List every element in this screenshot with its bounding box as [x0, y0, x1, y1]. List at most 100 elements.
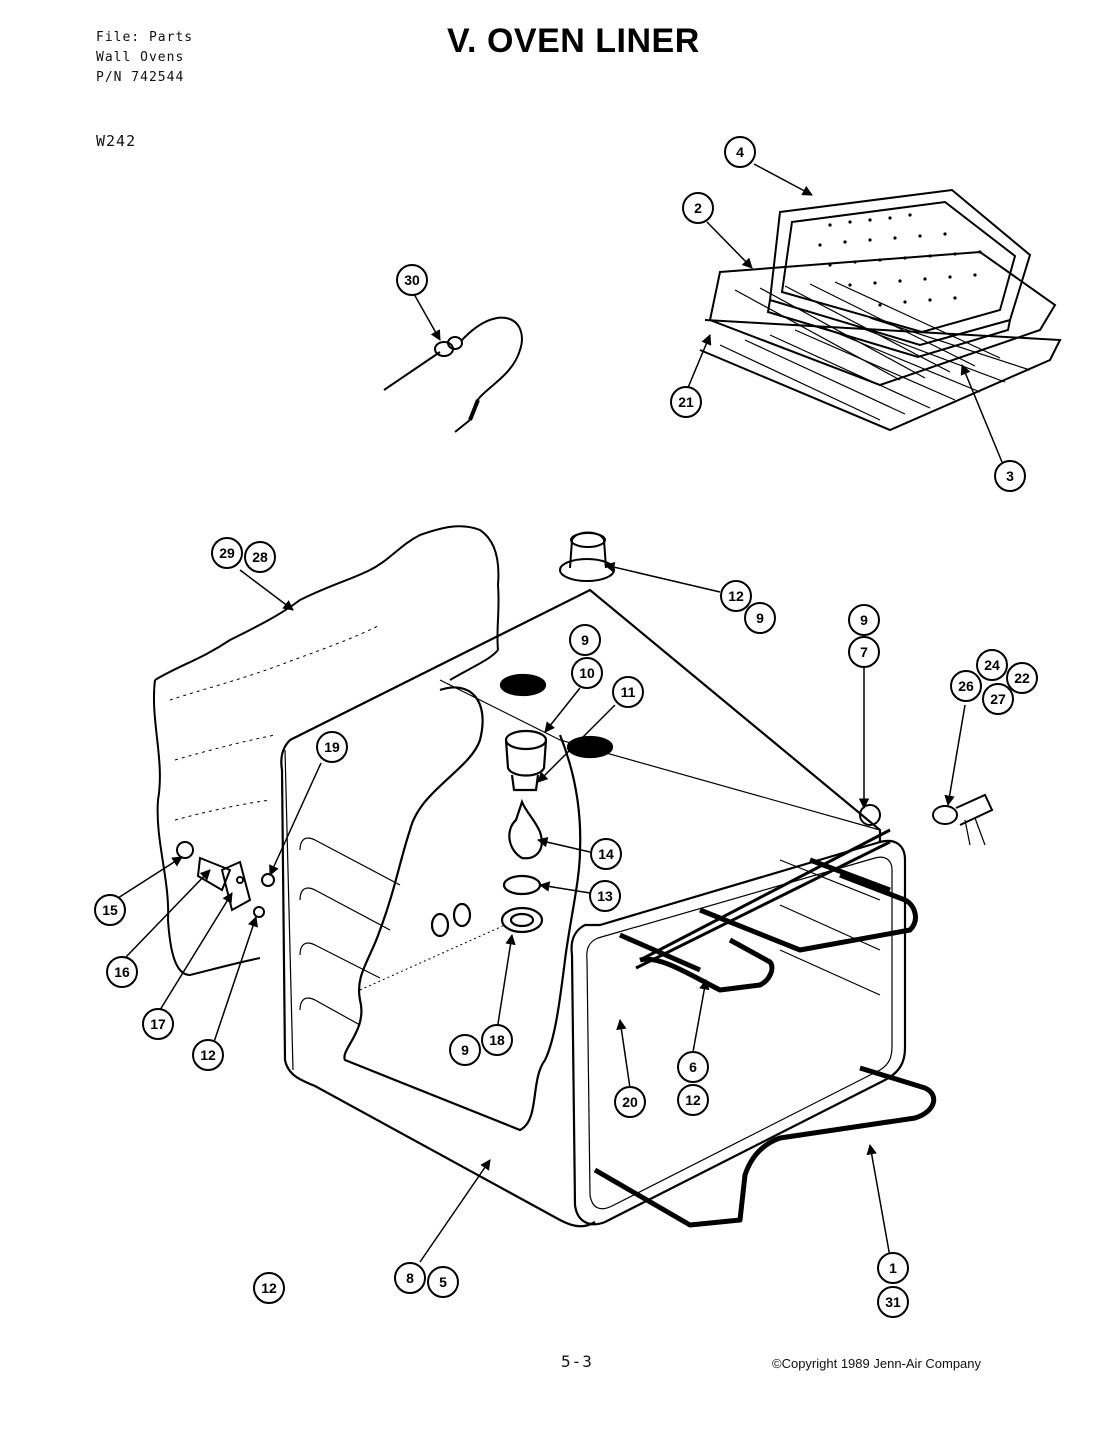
- callout-circle: [612, 676, 644, 708]
- callout-15: 15: [94, 894, 126, 926]
- callout-circle: [677, 1051, 709, 1083]
- category-label: Wall Ovens: [96, 50, 185, 65]
- callout-circle: [589, 880, 621, 912]
- callout-circle: [244, 541, 276, 573]
- callout-number: 18: [489, 1032, 505, 1048]
- callout-17: 17: [142, 1008, 174, 1040]
- callout-circle: [677, 1084, 709, 1116]
- callout-number: 12: [261, 1280, 277, 1296]
- callout-1: 1: [877, 1252, 909, 1284]
- callout-number: 24: [984, 657, 1000, 673]
- callout-circle: [682, 192, 714, 224]
- callout-9: 9: [449, 1034, 481, 1066]
- callout-number: 30: [404, 272, 420, 288]
- callout-number: 19: [324, 739, 340, 755]
- callout-12: 12: [677, 1084, 709, 1116]
- callout-number: 9: [860, 612, 868, 628]
- callout-circle: [394, 1262, 426, 1294]
- callout-circle: [848, 636, 880, 668]
- callout-7: 7: [848, 636, 880, 668]
- leader-lines: [117, 163, 1003, 1263]
- callout-14: 14: [590, 838, 622, 870]
- callout-8: 8: [394, 1262, 426, 1294]
- callout-6: 6: [677, 1051, 709, 1083]
- insulation-blanket-drawing: [152, 525, 500, 977]
- callout-circle: [316, 731, 348, 763]
- callout-circle: [569, 624, 601, 656]
- callout-number: 16: [114, 964, 130, 980]
- callout-circle: [1006, 662, 1038, 694]
- callout-circle: [720, 580, 752, 612]
- callout-21: 21: [670, 386, 702, 418]
- callout-11: 11: [612, 676, 644, 708]
- rack-and-broiler-pan-drawing: [699, 188, 1062, 432]
- callout-number: 12: [728, 588, 744, 604]
- callout-circle: [211, 537, 243, 569]
- callout-number: 10: [579, 665, 595, 681]
- callout-number: 9: [581, 632, 589, 648]
- callout-12: 12: [720, 580, 752, 612]
- callout-circle: [877, 1252, 909, 1284]
- callout-number: 5: [439, 1274, 447, 1290]
- callout-number: 21: [678, 394, 694, 410]
- callout-number: 27: [990, 691, 1006, 707]
- file-label: File: Parts: [96, 30, 194, 45]
- callout-circle: [982, 683, 1014, 715]
- heating-elements-drawing: [593, 828, 937, 1228]
- callout-circle: [670, 386, 702, 418]
- callout-number: 20: [622, 1094, 638, 1110]
- callout-circle: [724, 136, 756, 168]
- callout-circle: [571, 657, 603, 689]
- callout-number: 26: [958, 678, 974, 694]
- callout-26: 26: [950, 670, 982, 702]
- callout-circle: [950, 670, 982, 702]
- callout-circle: [192, 1039, 224, 1071]
- callout-circle: [744, 602, 776, 634]
- callout-number: 9: [461, 1042, 469, 1058]
- callout-circle: [427, 1266, 459, 1298]
- copyright-notice: ©Copyright 1989 Jenn-Air Company: [772, 1356, 982, 1371]
- callout-number: 17: [150, 1016, 166, 1032]
- callout-12: 12: [192, 1039, 224, 1071]
- callout-number: 1: [889, 1260, 897, 1276]
- callout-number: 29: [219, 545, 235, 561]
- callout-circle: [481, 1024, 513, 1056]
- callout-number: 4: [736, 144, 744, 160]
- callout-number: 15: [102, 902, 118, 918]
- callout-circle: [590, 838, 622, 870]
- meat-probe-drawing: [383, 316, 523, 433]
- callout-12: 12: [253, 1272, 285, 1304]
- callout-circle: [848, 604, 880, 636]
- page-title: V. OVEN LINER: [447, 22, 700, 60]
- callout-number: 31: [885, 1294, 901, 1310]
- callout-number: 12: [685, 1092, 701, 1108]
- callout-number: 28: [252, 549, 268, 565]
- callout-group: 1234567899991011121212121314151617181920…: [94, 136, 1038, 1318]
- callout-9: 9: [744, 602, 776, 634]
- callout-22: 22: [1006, 662, 1038, 694]
- callout-16: 16: [106, 956, 138, 988]
- callout-30: 30: [396, 264, 428, 296]
- callout-circle: [449, 1034, 481, 1066]
- model-number: W242: [96, 132, 137, 150]
- callout-number: 13: [597, 888, 613, 904]
- callout-29: 29: [211, 537, 243, 569]
- callout-number: 22: [1014, 670, 1030, 686]
- callout-31: 31: [877, 1286, 909, 1318]
- callout-circle: [94, 894, 126, 926]
- callout-27: 27: [982, 683, 1014, 715]
- callout-13: 13: [589, 880, 621, 912]
- callout-number: 11: [621, 684, 636, 700]
- callout-circle: [106, 956, 138, 988]
- part-number-label: P/N 742544: [96, 70, 185, 85]
- callout-circle: [614, 1086, 646, 1118]
- callout-number: 8: [406, 1270, 414, 1286]
- callout-number: 12: [200, 1047, 216, 1063]
- callout-circle: [994, 460, 1026, 492]
- callout-18: 18: [481, 1024, 513, 1056]
- callout-number: 9: [756, 610, 764, 626]
- callout-circle: [253, 1272, 285, 1304]
- callout-19: 19: [316, 731, 348, 763]
